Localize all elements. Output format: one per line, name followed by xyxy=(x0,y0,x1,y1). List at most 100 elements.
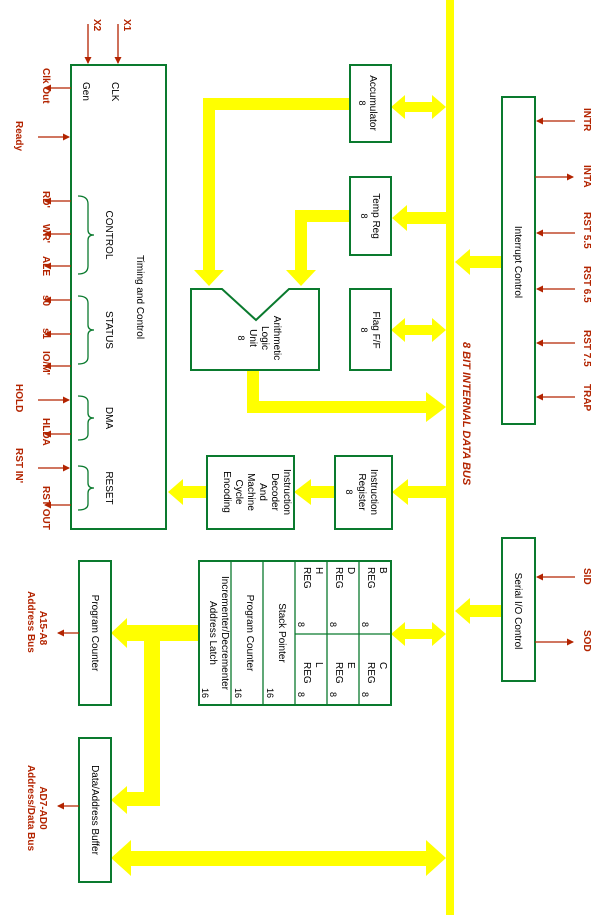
flag-label: Flag F/F xyxy=(370,311,381,348)
dma-brace xyxy=(77,395,95,441)
decoder-line-5: Cycle xyxy=(233,479,244,504)
decoder-line-4: Machine xyxy=(245,473,256,511)
register-array: B REG 8 C REG 8 D REG 8 E REG 8 H REG 8 … xyxy=(198,560,392,706)
e-reg-bits: 8 xyxy=(328,692,338,697)
stack-pointer-label: Stack Pointer xyxy=(276,603,287,663)
clk-out-label: Clk Out xyxy=(40,68,51,104)
decoder-line-6: Encoding xyxy=(221,471,232,513)
serial-io-control: Serial I/O Control SID SOD xyxy=(501,537,592,682)
b-reg-bits: 8 xyxy=(360,622,370,627)
h-reg-name: H xyxy=(313,567,324,574)
instruction-decoder: Instruction Decoder And Machine Cycle En… xyxy=(206,455,295,530)
alu: Arithmetic Logic Unit 8 xyxy=(190,288,320,371)
program-counter-buffer-block xyxy=(78,560,112,706)
decoder-line-1: Instruction xyxy=(281,469,292,515)
control-brace xyxy=(77,195,95,275)
d-reg-bits: 8 xyxy=(328,622,338,627)
instruction-register: Instruction Register 8 xyxy=(334,455,393,530)
bus-ir-to-decoder xyxy=(294,479,335,505)
reset-brace xyxy=(77,465,95,511)
data-address-buffer-block xyxy=(78,737,112,883)
temp-reg-label: Temp Reg xyxy=(370,193,381,239)
decoder-block xyxy=(206,455,295,530)
serial-io-label: Serial I/O Control xyxy=(512,573,523,650)
ready-label: Ready xyxy=(13,121,24,151)
bus-register-array xyxy=(391,622,446,646)
data-buses xyxy=(111,0,502,915)
alu-block xyxy=(190,288,320,371)
trap-label: TRAP xyxy=(581,384,592,412)
timing-control-title: Timing and Control xyxy=(134,255,145,339)
gen-label: Gen xyxy=(80,82,91,101)
alu-line-1: Arithmetic xyxy=(271,316,282,360)
accumulator-block xyxy=(349,64,392,143)
rd-label: RD' xyxy=(40,191,51,208)
rst-out-label: RST OUT xyxy=(40,486,51,530)
h-reg-suffix: REG xyxy=(301,567,312,589)
bus-serial xyxy=(455,598,502,624)
reset-label: RESET xyxy=(103,471,114,504)
interrupt-control-block xyxy=(501,96,536,425)
status-brace xyxy=(77,295,95,365)
alu-line-3: Unit xyxy=(247,329,258,347)
temp-reg-bits: 8 xyxy=(359,213,369,218)
bus-interrupt xyxy=(455,249,502,275)
temp-register: Temp Reg 8 xyxy=(349,176,392,256)
e-reg-suffix: REG xyxy=(333,662,344,684)
interrupt-pins: INTR INTA RST 5.5 RST 6.5 RST 7.5 TRAP xyxy=(535,108,592,412)
l-reg-suffix: REG xyxy=(301,662,312,684)
bus-flag xyxy=(391,318,446,342)
register-program-counter-label: Program Counter xyxy=(244,595,255,672)
timing-and-control-unit: Timing and Control CLK Gen CONTROL STATU… xyxy=(70,64,167,530)
flag-bits: 8 xyxy=(359,327,369,332)
rst55-label: RST 5.5 xyxy=(581,212,592,249)
left-pins: Clk Out Ready RD' WR' ALE s0 s1 IO/M' HO… xyxy=(13,68,71,530)
status-label: STATUS xyxy=(103,311,114,349)
intr-label: INTR xyxy=(581,108,592,132)
d-reg-name: D xyxy=(345,567,356,574)
alu-line-2: Logic xyxy=(259,326,270,350)
sid-label: SID xyxy=(581,568,592,585)
interrupt-control: Interrupt Control xyxy=(501,96,536,425)
inc-dec-line-2: Address Latch xyxy=(207,601,218,665)
bus-data-buffer xyxy=(111,840,446,876)
h-reg-bits: 8 xyxy=(296,622,306,627)
e-reg-name: E xyxy=(345,662,356,669)
internal-data-bus-label: 8 BIT INTERNAL DATA BUS xyxy=(460,342,472,486)
wr-label: WR' xyxy=(40,224,51,243)
c-reg-suffix: REG xyxy=(365,662,376,684)
a15-a8-label: A15-A8 xyxy=(37,611,48,646)
d-reg-suffix: REG xyxy=(333,567,344,589)
inta-label: INTA xyxy=(581,165,592,188)
data-address-buffer-label: Data/Address Buffer xyxy=(89,765,100,856)
l-reg-bits: 8 xyxy=(296,692,306,697)
accumulator-bits: 8 xyxy=(357,100,367,105)
clk-label: CLK xyxy=(109,82,120,102)
register-program-counter-bits: 16 xyxy=(233,688,243,698)
c-reg-name: C xyxy=(377,662,388,669)
temp-reg-block xyxy=(349,176,392,256)
control-label: CONTROL xyxy=(103,211,114,260)
inc-dec-line-1: Incrementer/Decrementer xyxy=(219,576,230,691)
bus-temp-reg-to-alu xyxy=(286,210,350,286)
bus-accumulator-to-alu xyxy=(194,98,350,286)
alu-bits: 8 xyxy=(236,335,246,340)
hlda-label: HLDA xyxy=(40,418,51,446)
hold-label: HOLD xyxy=(13,384,24,412)
s1-label: s1 xyxy=(40,328,51,340)
program-counter-buffer-label: Program Counter xyxy=(89,595,100,672)
timing-control-block xyxy=(70,64,167,530)
sod-label: SOD xyxy=(581,630,592,652)
inc-dec-bits: 16 xyxy=(200,688,210,698)
rst75-label: RST 7.5 xyxy=(581,330,592,367)
stack-pointer-bits: 16 xyxy=(265,688,275,698)
clock-inputs: X2 X1 xyxy=(84,19,132,64)
instruction-register-bits: 8 xyxy=(344,489,354,494)
b-reg-suffix: REG xyxy=(365,567,376,589)
s0-label: s0 xyxy=(40,295,51,307)
address-data-bus-label: Address/Data Bus xyxy=(25,765,36,852)
ad7-ad0-label: AD7-AD0 xyxy=(37,786,48,830)
bus-branch-to-data-buffer xyxy=(111,625,160,814)
bus-to-instruction-register xyxy=(392,479,446,505)
